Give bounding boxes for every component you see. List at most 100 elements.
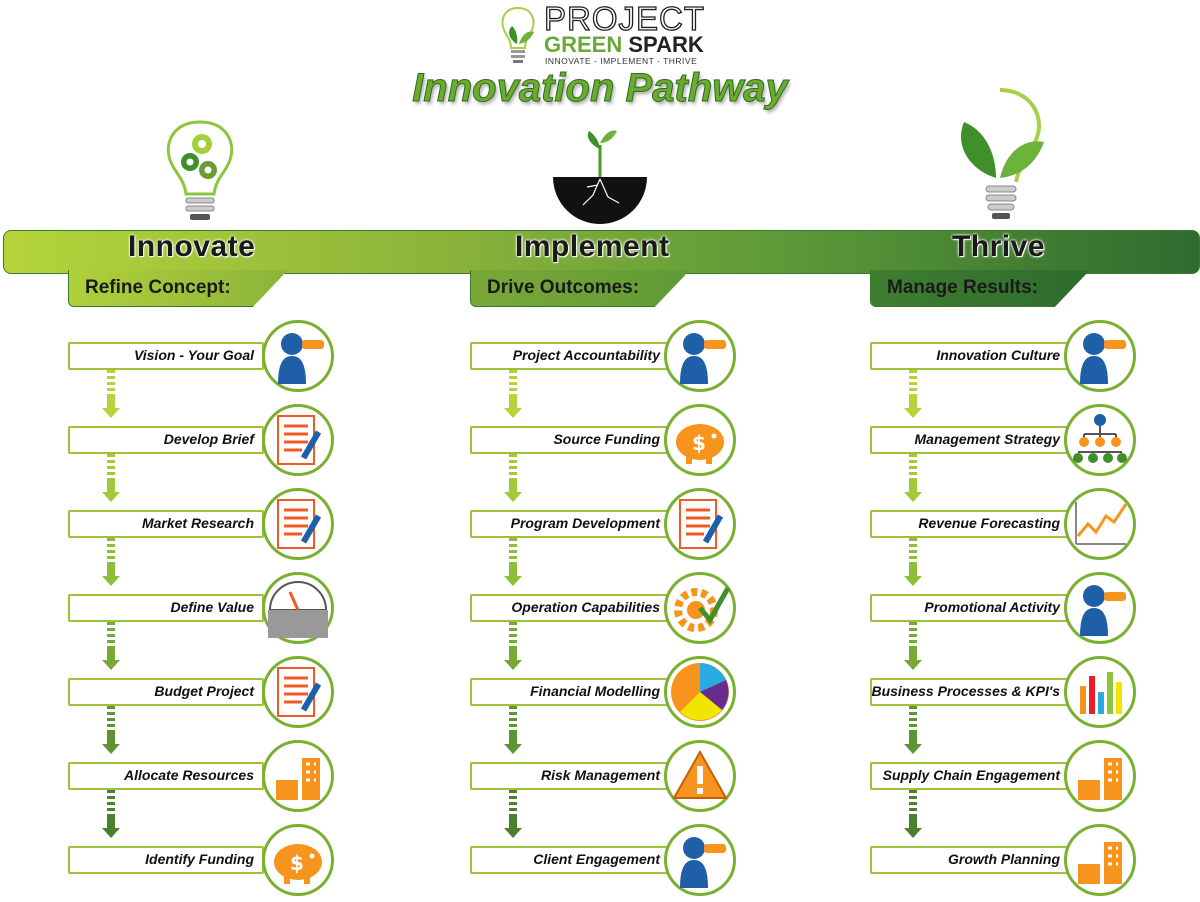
step-label: Financial Modelling	[530, 683, 660, 699]
logo-spark: SPARK	[628, 32, 704, 57]
step-label: Project Accountability	[512, 347, 660, 363]
step-identify-funding[interactable]: Identify Funding	[68, 846, 264, 874]
step-icon-circle	[262, 740, 334, 812]
subtitle-text: Refine Concept:	[85, 277, 231, 298]
down-arrow-icon	[904, 454, 922, 511]
step-label: Management Strategy	[914, 431, 1060, 447]
down-arrow-icon	[904, 790, 922, 847]
step-label: Allocate Resources	[124, 767, 254, 783]
down-arrow-icon	[904, 622, 922, 679]
step-icon-circle	[1064, 656, 1136, 728]
step-label: Market Research	[141, 515, 254, 531]
step-label: Identify Funding	[145, 851, 254, 867]
down-arrow-icon	[504, 454, 522, 511]
down-arrow-icon	[102, 622, 120, 679]
gears-bulb-icon	[166, 120, 234, 220]
step-icon-circle: $	[262, 824, 334, 896]
step-operation-capabilities[interactable]: Operation Capabilities	[470, 594, 670, 622]
step-icon-circle	[664, 320, 736, 392]
step-growth-planning[interactable]: Growth Planning	[870, 846, 1070, 874]
step-allocate-resources[interactable]: Allocate Resources	[68, 762, 264, 790]
step-label: Budget Project	[154, 683, 254, 699]
step-project-accountability[interactable]: Project Accountability	[470, 342, 670, 370]
down-arrow-icon	[504, 370, 522, 427]
phase-heading-innovate: Innovate	[128, 230, 256, 263]
step-icon-circle	[664, 488, 736, 560]
subtitle-tab-1: Drive Outcomes:	[470, 270, 690, 307]
step-icon-circle	[1064, 740, 1136, 812]
step-budget-project[interactable]: Budget Project	[68, 678, 264, 706]
down-arrow-icon	[102, 454, 120, 511]
step-icon-circle	[664, 824, 736, 896]
step-program-development[interactable]: Program Development	[470, 510, 670, 538]
step-label: Revenue Forecasting	[918, 515, 1060, 531]
phase-heading-implement: Implement	[515, 230, 670, 263]
step-vision-your-goal[interactable]: Vision - Your Goal	[68, 342, 264, 370]
step-label: Source Funding	[553, 431, 660, 447]
step-icon-circle	[664, 572, 736, 644]
step-icon-circle	[664, 740, 736, 812]
step-icon-circle	[262, 320, 334, 392]
svg-text:$: $	[290, 851, 304, 875]
step-develop-brief[interactable]: Develop Brief	[68, 426, 264, 454]
step-label: Risk Management	[540, 767, 660, 783]
step-promotional-activity[interactable]: Promotional Activity	[870, 594, 1070, 622]
step-icon-circle: $	[664, 404, 736, 476]
step-risk-management[interactable]: Risk Management	[470, 762, 670, 790]
page-title: Innovation Pathway	[412, 66, 789, 111]
step-innovation-culture[interactable]: Innovation Culture	[870, 342, 1070, 370]
down-arrow-icon	[504, 538, 522, 595]
step-icon-circle	[1064, 572, 1136, 644]
step-label: Promotional Activity	[924, 599, 1060, 615]
down-arrow-icon	[102, 790, 120, 847]
leaf-bulb-large-icon	[960, 88, 1044, 219]
step-client-engagement[interactable]: Client Engagement	[470, 846, 670, 874]
subtitle-tab-0: Refine Concept:	[68, 270, 288, 307]
step-label: Client Engagement	[533, 851, 660, 867]
svg-text:$: $	[692, 431, 706, 455]
down-arrow-icon	[102, 706, 120, 763]
phase-heading-thrive: Thrive	[952, 230, 1046, 263]
step-define-value[interactable]: Define Value	[68, 594, 264, 622]
down-arrow-icon	[504, 706, 522, 763]
leaf-bulb-icon	[501, 6, 535, 63]
step-icon-circle	[262, 404, 334, 476]
step-icon-circle	[262, 572, 334, 644]
subtitle-tab-2: Manage Results:	[870, 270, 1090, 307]
logo-project: PROJECT	[543, 0, 706, 38]
down-arrow-icon	[504, 790, 522, 847]
down-arrow-icon	[904, 370, 922, 427]
down-arrow-icon	[904, 706, 922, 763]
phase-banner	[3, 230, 1200, 274]
down-arrow-icon	[504, 622, 522, 679]
step-label: Growth Planning	[948, 851, 1060, 867]
step-label: Business Processes & KPI's	[871, 683, 1060, 699]
step-label: Vision - Your Goal	[133, 347, 254, 363]
seedling-soil-icon	[553, 130, 647, 224]
step-label: Innovation Culture	[936, 347, 1060, 363]
step-market-research[interactable]: Market Research	[68, 510, 264, 538]
logo-green: GREEN	[544, 32, 623, 57]
down-arrow-icon	[904, 538, 922, 595]
down-arrow-icon	[102, 538, 120, 595]
step-label: Supply Chain Engagement	[882, 767, 1060, 783]
step-icon-circle	[1064, 488, 1136, 560]
step-supply-chain-engagement[interactable]: Supply Chain Engagement	[870, 762, 1070, 790]
step-icon-circle	[262, 488, 334, 560]
logo-tagline: INNOVATE - IMPLEMENT - THRIVE	[545, 56, 698, 66]
step-management-strategy[interactable]: Management Strategy	[870, 426, 1070, 454]
step-label: Operation Capabilities	[511, 599, 660, 615]
step-financial-modelling[interactable]: Financial Modelling	[470, 678, 670, 706]
step-label: Define Value	[170, 599, 254, 615]
step-revenue-forecasting[interactable]: Revenue Forecasting	[870, 510, 1070, 538]
step-source-funding[interactable]: Source Funding	[470, 426, 670, 454]
down-arrow-icon	[102, 370, 120, 427]
step-icon-circle	[1064, 320, 1136, 392]
step-business-processes-kpi-s[interactable]: Business Processes & KPI's	[870, 678, 1070, 706]
subtitle-text: Manage Results:	[887, 277, 1038, 298]
step-icon-circle	[664, 656, 736, 728]
step-label: Develop Brief	[163, 431, 254, 447]
step-icon-circle	[1064, 404, 1136, 476]
project-green-spark-logo: PROJECT GREEN SPARK INNOVATE - IMPLEMENT…	[498, 0, 708, 68]
subtitle-text: Drive Outcomes:	[487, 277, 640, 298]
